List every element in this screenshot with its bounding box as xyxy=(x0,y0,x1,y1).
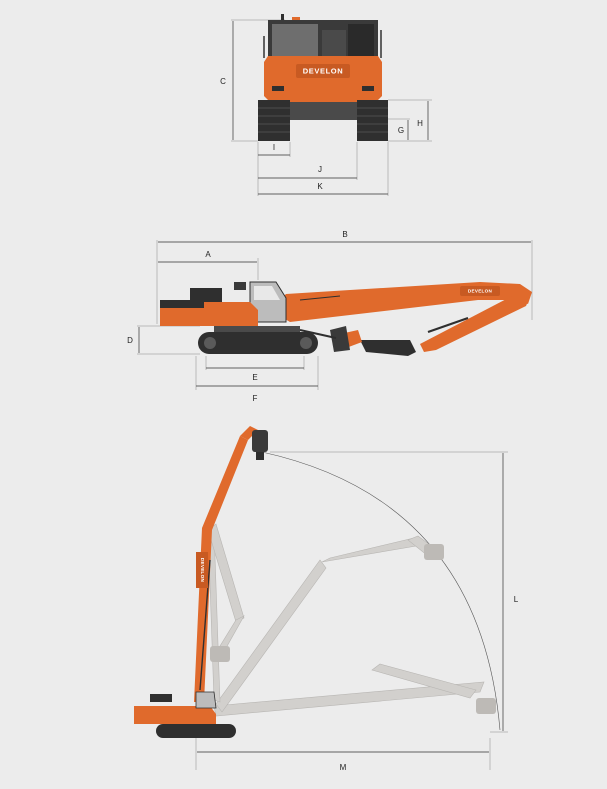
dim-label-g: G xyxy=(398,126,404,135)
attachment-hose xyxy=(299,329,337,339)
dim-label-f: F xyxy=(253,394,258,403)
range-cab xyxy=(195,691,217,709)
beacon-light xyxy=(281,14,284,22)
dim-label-e: E xyxy=(252,373,257,382)
counterweight xyxy=(264,56,382,102)
dim-label-l: L xyxy=(514,595,519,604)
left-track xyxy=(258,100,290,141)
brand-plate xyxy=(296,64,350,78)
ghost-attachments xyxy=(210,544,496,714)
side-track xyxy=(198,332,318,354)
side-view: DEVELON B A D E F xyxy=(127,230,533,403)
boom-hose xyxy=(299,295,341,301)
range-counterweight-top xyxy=(150,694,172,702)
cab-window xyxy=(272,24,318,58)
attachment-head xyxy=(330,326,350,352)
front-view: DEVELON C H G I J K xyxy=(220,14,432,196)
car-body xyxy=(288,102,358,120)
boom-cylinder-main xyxy=(199,559,211,691)
exhaust xyxy=(234,282,246,290)
cab-window-side xyxy=(254,286,280,300)
dim-label-a: A xyxy=(205,250,211,259)
dim-label-i: I xyxy=(273,143,275,152)
vertical-boom-logo: DEVELON xyxy=(200,558,205,583)
dim-label-m: M xyxy=(340,763,347,772)
top-attachment-head xyxy=(256,452,264,460)
seat xyxy=(322,30,346,56)
long-arm xyxy=(420,292,532,352)
right-track xyxy=(357,100,388,141)
top-attachment xyxy=(252,430,268,452)
dim-label-h: H xyxy=(417,119,423,128)
vertical-boom-plate xyxy=(196,552,208,588)
dim-label-j: J xyxy=(318,165,322,174)
dim-label-d: D xyxy=(127,336,133,345)
tail-light-right xyxy=(362,86,374,91)
engine-cover xyxy=(190,288,222,302)
dim-label-k: K xyxy=(317,182,323,191)
engine-hood xyxy=(348,24,374,58)
counterweight-top xyxy=(160,300,204,308)
dim-label-b: B xyxy=(342,230,347,239)
swing-base xyxy=(214,326,300,332)
range-upper-structure xyxy=(134,706,216,724)
boom-brand-plate xyxy=(460,286,500,296)
brand-logo: DEVELON xyxy=(303,66,343,75)
warning-light-icon xyxy=(292,17,300,22)
tail-light-left xyxy=(272,86,284,91)
arm-tip xyxy=(240,426,258,440)
arm-cylinder xyxy=(427,316,469,334)
range-track xyxy=(156,724,236,738)
attachment-link xyxy=(360,340,416,356)
dim-label-c: C xyxy=(220,77,226,86)
boom-brand-logo: DEVELON xyxy=(468,289,493,294)
working-range-view: DEVELON L M xyxy=(134,426,519,772)
